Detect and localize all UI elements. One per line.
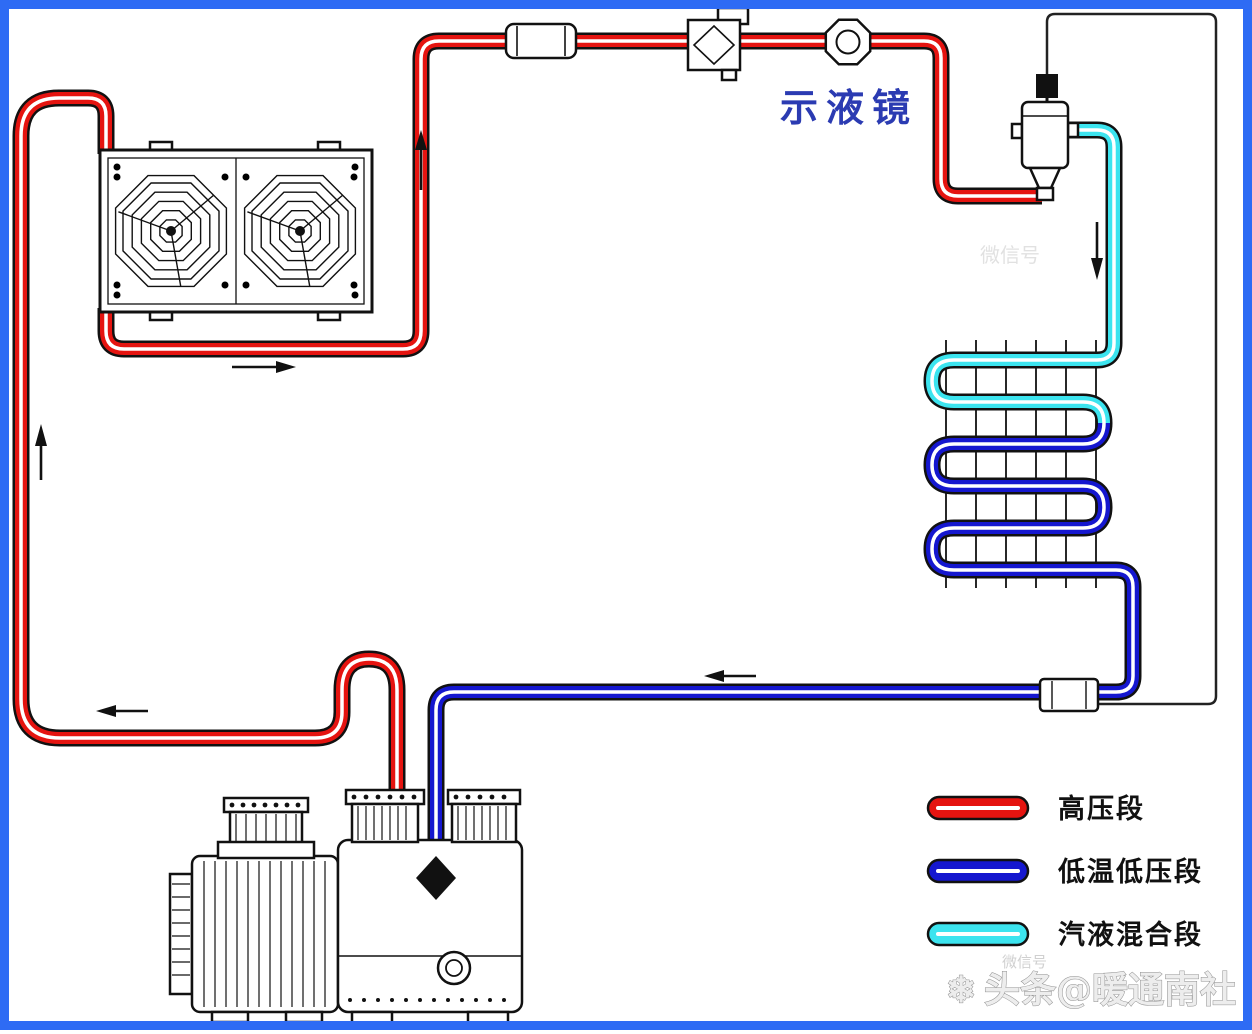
bolt-dot [460, 998, 464, 1002]
fan-screw [113, 173, 121, 181]
fan-screw [221, 281, 229, 289]
bolt-dot [387, 794, 393, 800]
flow-arrow-down-icon [1091, 222, 1103, 280]
bolt-dot [411, 794, 417, 800]
fan-ring [122, 182, 220, 280]
bolt-dot [399, 794, 405, 800]
bolt-dot [502, 998, 506, 1002]
bolt-dot [240, 802, 246, 808]
bolt-dot [362, 998, 366, 1002]
txv-sensing-bulb [1038, 677, 1100, 713]
faint-watermark-top: 微信号 [980, 243, 1040, 267]
fan-blade [299, 230, 311, 287]
bolt-dot [229, 802, 235, 808]
fan-coil-right-icon [242, 173, 358, 289]
bolt-dot [446, 998, 450, 1002]
motor-end-hatch [172, 883, 190, 976]
bolt-dot [376, 998, 380, 1002]
flow-arrow-up-icon [415, 130, 427, 190]
fan-blade [247, 211, 301, 232]
bolt-dot [418, 998, 422, 1002]
fan-coil-left-icon [113, 173, 229, 289]
cylinder-head-left-bolts [351, 794, 417, 800]
flow-arrows [35, 130, 1103, 717]
fan-screw [242, 281, 250, 289]
fan-ring [269, 200, 331, 262]
fan-ring [279, 209, 321, 253]
fan-blade [170, 194, 215, 232]
solenoid-valve [686, 6, 750, 82]
bolt-dot [488, 998, 492, 1002]
bolt-dot [262, 802, 268, 808]
fan-hub [166, 226, 176, 236]
bolt-dot [465, 794, 471, 800]
watermark-snowflake-icon: ❄ [946, 969, 976, 1011]
bolt-dot [295, 802, 301, 808]
fan-blade [118, 211, 172, 232]
legend-label-low-pressure: 低温低压段 [1057, 857, 1203, 888]
bolt-dot [432, 998, 436, 1002]
bolt-dot [363, 794, 369, 800]
cylinder-head-right-hatch [457, 806, 507, 840]
filter-drier [504, 22, 578, 60]
flow-arrow-up-left-icon [35, 424, 47, 480]
sight-glass-label: 示液镜 [780, 85, 918, 130]
condenser-fan-unit [98, 140, 374, 322]
cylinder-head-left-hatch [357, 806, 407, 840]
corner-screws [113, 163, 359, 299]
bolt-dot [404, 998, 408, 1002]
legend-label-mixture: 汽液混合段 [1058, 919, 1203, 951]
evaporator-fins [945, 340, 1097, 588]
fan-ring [251, 182, 349, 280]
fan-ring [149, 209, 193, 253]
pipe-highlights [19, 39, 1135, 882]
flow-arrow-left-bottom-icon [96, 705, 148, 717]
fan-ring [260, 191, 340, 271]
oil-sight-glass-icon [436, 950, 472, 986]
liquid-sight-glass [824, 18, 872, 66]
bolt-dot [501, 794, 507, 800]
legend-label-high-pressure: 高压段 [1058, 793, 1145, 825]
thermal-expansion-valve [1010, 74, 1080, 202]
cylinder-head-right-bolts [453, 794, 507, 800]
fan-screw [113, 281, 121, 289]
bolt-dot [284, 802, 290, 808]
suction-elbow-fitting [416, 856, 456, 900]
fan-ring [114, 174, 228, 288]
bolt-dot [489, 794, 495, 800]
bolt-dot [251, 802, 257, 808]
fan-blade [170, 230, 182, 287]
bolt-dot [273, 802, 279, 808]
bolt-dot [348, 998, 352, 1002]
bolt-dot [375, 794, 381, 800]
bolt-dot [390, 998, 394, 1002]
fan-ring [243, 174, 357, 288]
faint-watermark-bottom: 微信号 [1002, 953, 1047, 971]
fan-ring [131, 191, 211, 271]
flow-arrow-left-suction-icon [704, 670, 756, 682]
fan-screw [242, 173, 250, 181]
bolt-dot [453, 794, 459, 800]
bolt-dot [477, 794, 483, 800]
bolt-dot [474, 998, 478, 1002]
fan-hub [295, 226, 305, 236]
flange-bolts [229, 802, 301, 808]
fan-screw [350, 173, 358, 181]
txv-capillary-line [1045, 12, 1218, 706]
fan-screw [350, 281, 358, 289]
fan-blade [299, 194, 344, 232]
fan-screw [221, 173, 229, 181]
watermark-text: 头条@暖通南社 [984, 969, 1236, 1011]
txv-head [1036, 74, 1058, 98]
fan-ring [140, 200, 202, 262]
motor-cooling-fins [203, 861, 326, 1007]
flow-arrow-right-icon [232, 361, 296, 373]
bolt-dot [351, 794, 357, 800]
flange-hatch [235, 814, 297, 842]
legend: 高压段 低温低压段 汽液混合段 [926, 793, 1203, 951]
body-bolts [348, 998, 506, 1002]
compressor [168, 788, 524, 1026]
